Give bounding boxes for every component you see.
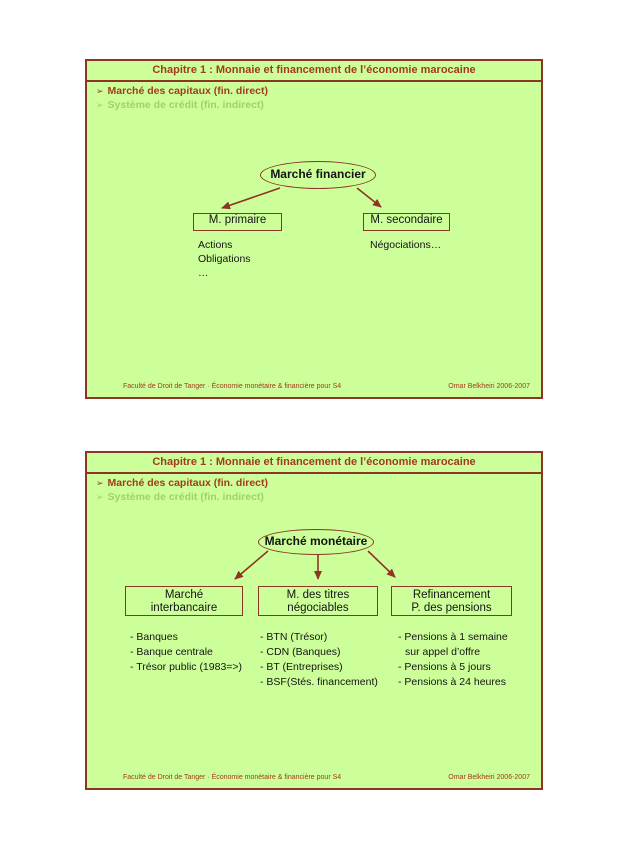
slide-2: Chapitre 1 : Monnaie et financement de l… [85,451,543,790]
bullet-item: ➢Marché des capitaux (fin. direct) [96,85,268,99]
node-box-titres-negociables: M. des titres négociables [258,586,378,616]
bullet-item: ➢Système de crédit (fin. indirect) [96,99,268,113]
arrow-root-to-interbancaire [234,550,269,580]
item-line: Négociations… [370,239,442,251]
node-items-primaire: Actions Obligations … [198,238,251,280]
node-items-refinancement: - Pensions à 1 semaine sur appel d’offre… [398,630,508,690]
bullet-list: ➢Marché des capitaux (fin. direct) ➢Syst… [96,85,268,113]
item-line: - CDN (Banques) [260,646,341,658]
slide-footer: Faculté de Droit de Tanger · Économie mo… [87,383,541,390]
root-ellipse: Marché monétaire [258,529,374,555]
bullet-label: Système de crédit (fin. indirect) [107,99,264,111]
chevron-bullet-icon: ➢ [96,101,104,111]
arrow-root-to-secondaire [356,187,382,208]
node-label: négociables [287,602,349,614]
root-ellipse: Marché financier [260,161,376,189]
node-box-refinancement: Refinancement P. des pensions [391,586,512,616]
arrow-root-to-refinancement [367,550,396,578]
slide-title: Chapitre 1 : Monnaie et financement de l… [87,453,541,474]
footer-right: Omar Belkheiri 2006-2007 [448,383,530,390]
bullet-label: Marché des capitaux (fin. direct) [107,85,269,97]
footer-left: Faculté de Droit de Tanger · Économie mo… [123,383,342,390]
item-line: - Banque centrale [130,646,213,658]
item-line: - Pensions à 5 jours [398,661,491,673]
arrow-root-to-primaire [221,187,281,210]
item-line: - Pensions à 24 heures [398,676,506,688]
chevron-bullet-icon: ➢ [96,479,104,489]
bullet-list: ➢Marché des capitaux (fin. direct) ➢Syst… [96,477,268,505]
chevron-bullet-icon: ➢ [96,493,104,503]
node-label: P. des pensions [411,602,492,614]
node-items-secondaire: Négociations… [370,238,441,252]
bullet-item: ➢Système de crédit (fin. indirect) [96,491,268,505]
bullet-label: Marché des capitaux (fin. direct) [107,477,269,489]
item-line: - BSF(Stés. financement) [260,676,378,688]
node-label: M. des titres [286,589,350,601]
node-label: Refinancement [412,589,491,601]
bullet-item: ➢Marché des capitaux (fin. direct) [96,477,268,491]
item-line: - Trésor public (1983=>) [130,661,243,673]
node-box-m-secondaire: M. secondaire [363,213,450,231]
item-line: … [198,267,209,279]
node-items-interbancaire: - Banques - Banque centrale - Trésor pub… [130,630,242,675]
node-label: Marché [164,589,204,601]
footer-right: Omar Belkheiri 2006-2007 [448,774,530,781]
item-line: Actions [198,239,233,251]
bullet-label: Système de crédit (fin. indirect) [107,491,264,503]
footer-left: Faculté de Droit de Tanger · Économie mo… [123,774,342,781]
chevron-bullet-icon: ➢ [96,87,104,97]
item-line: - BTN (Trésor) [260,631,328,643]
node-box-m-primaire: M. primaire [193,213,282,231]
node-label: interbancaire [150,602,218,614]
node-label: M. primaire [208,214,267,226]
item-line: - Banques [130,631,178,643]
item-line: - Pensions à 1 semaine [398,631,508,643]
item-line: Obligations [198,253,251,265]
node-label: M. secondaire [370,214,443,226]
slide-footer: Faculté de Droit de Tanger · Économie mo… [87,774,541,781]
slide-title: Chapitre 1 : Monnaie et financement de l… [87,61,541,82]
node-box-marche-interbancaire: Marché interbancaire [125,586,243,616]
slide-1: Chapitre 1 : Monnaie et financement de l… [85,59,543,399]
node-items-titres: - BTN (Trésor) - CDN (Banques) - BT (Ent… [260,630,378,690]
item-line: sur appel d’offre [405,646,481,658]
item-line: - BT (Entreprises) [260,661,343,673]
